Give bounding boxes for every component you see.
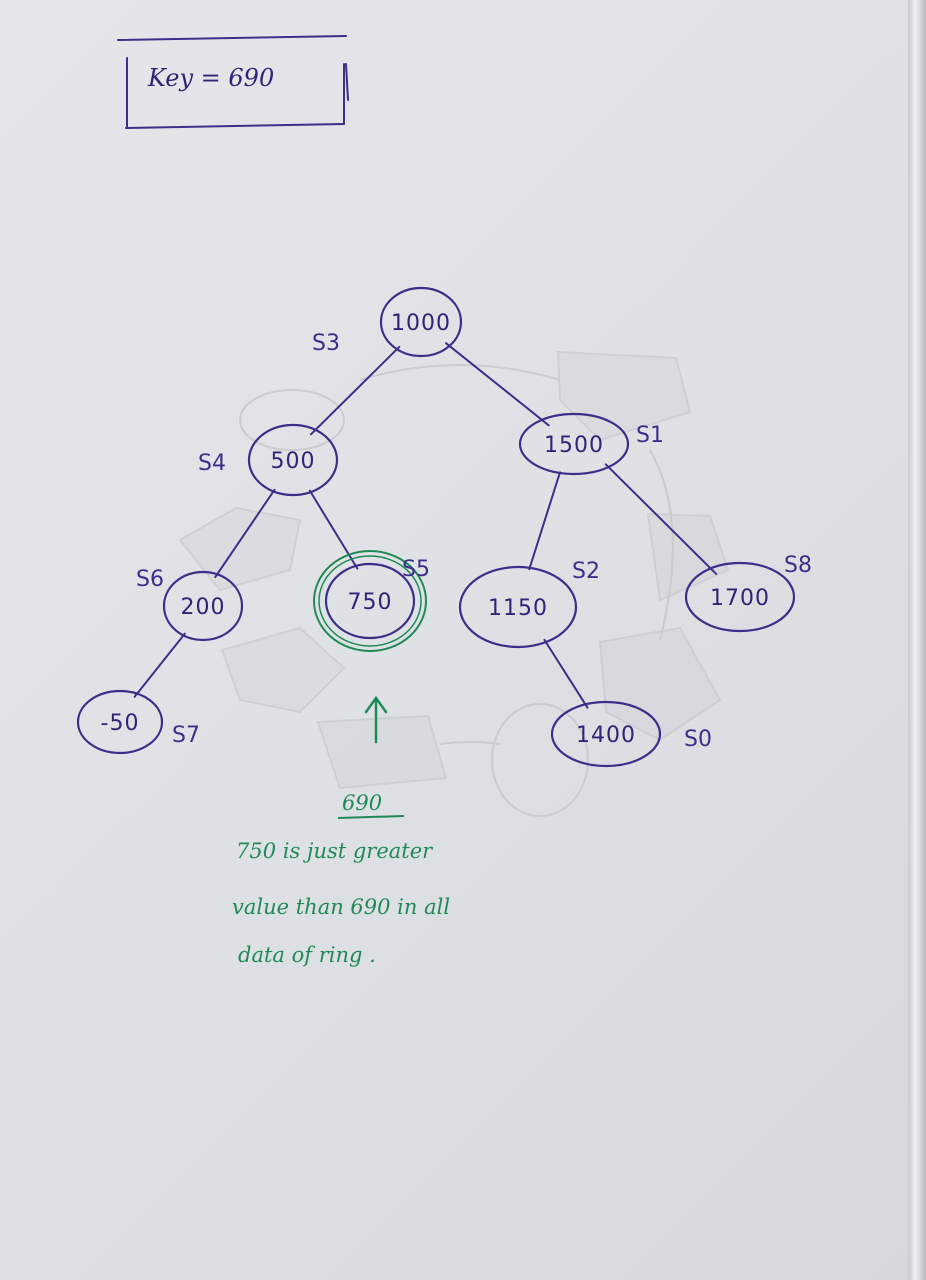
edge-n1000-n1500: [445, 342, 550, 427]
node-value: 1000: [391, 311, 451, 336]
server-label: S8: [784, 553, 812, 578]
note-line-3: data of ring .: [238, 943, 376, 967]
tree-node: 500 S4: [198, 423, 339, 497]
server-label: S2: [572, 559, 600, 584]
node-value: 500: [271, 449, 316, 474]
node-value: -50: [101, 711, 140, 736]
server-label: S5: [402, 557, 430, 582]
server-label: S0: [684, 727, 712, 752]
server-label: S7: [172, 723, 200, 748]
node-value: 1500: [544, 433, 604, 458]
tree-node: 750 S5: [324, 557, 430, 640]
tree-node: 1700 S8: [684, 553, 812, 633]
page-edge: [908, 0, 926, 1280]
tree-edges: [133, 342, 718, 709]
server-label: S1: [636, 423, 664, 448]
server-label: S3: [312, 331, 340, 356]
note-line-1: 750 is just greater: [236, 839, 434, 863]
edge-n1500-n1150: [528, 471, 561, 571]
key-box: Key = 690: [117, 35, 349, 129]
node-circle: [379, 286, 463, 358]
node-circle: [518, 412, 630, 476]
note-line-2: value than 690 in all: [232, 895, 450, 919]
edge-n1150-n1400: [543, 638, 589, 709]
node-circle: [247, 423, 339, 497]
edge-n1500-n1700: [604, 463, 718, 575]
bleed-through: [178, 350, 730, 817]
tree-node: 1150 S2: [458, 559, 600, 649]
highlight-ring: [313, 550, 427, 652]
tree-node: 1500 S1: [518, 412, 664, 476]
edge-n500-n200: [214, 488, 276, 579]
node-value: 1400: [576, 723, 636, 748]
server-label: S6: [136, 567, 164, 592]
node-value: 750: [348, 590, 393, 615]
tree-node: -50 S7: [76, 689, 200, 755]
edge-n1000-n500: [309, 345, 401, 436]
node-value: 200: [181, 595, 226, 620]
edge-n200-n-50: [133, 632, 186, 698]
tree-node: 1400 S0: [550, 700, 712, 768]
node-circle: [458, 565, 578, 649]
pointer-underline: [337, 815, 405, 819]
pointer-label: 690: [342, 791, 382, 815]
tree-node: 200 S6: [136, 567, 244, 642]
server-label: S4: [198, 451, 226, 476]
node-circle: [684, 561, 796, 633]
node-circle: [550, 700, 662, 768]
node-value: 1700: [710, 586, 770, 611]
node-circle: [162, 570, 244, 642]
node-circle: [324, 562, 416, 640]
node-circle: [76, 689, 164, 755]
edge-n500-n750: [308, 489, 359, 570]
node-value: 1150: [488, 596, 548, 621]
key-label: Key = 690: [147, 64, 274, 92]
pointer-arrow: [364, 695, 388, 744]
